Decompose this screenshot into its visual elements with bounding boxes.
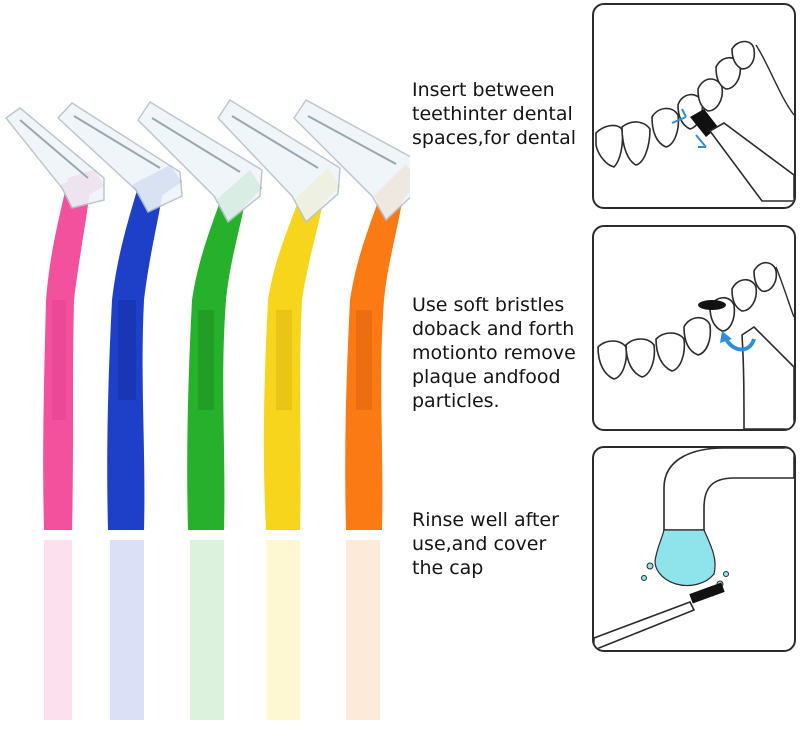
brush-head	[689, 582, 725, 604]
water-splash	[654, 529, 716, 587]
tooth	[595, 124, 624, 168]
brush-handle	[594, 600, 696, 650]
brush-yellow	[217, 98, 341, 720]
brush-cap	[137, 100, 263, 224]
brush-handle	[43, 170, 92, 530]
tooth	[715, 56, 742, 90]
brush-handle	[107, 172, 166, 530]
tooth	[597, 340, 628, 380]
brush-cap	[4, 107, 105, 209]
brush-handle	[345, 190, 404, 530]
brush-handle	[741, 325, 794, 429]
tooth	[651, 107, 680, 148]
step-2-text: Use soft bristles doback and forth motio…	[412, 294, 576, 412]
rinse-illustration	[594, 448, 794, 650]
tooth	[697, 78, 724, 112]
tooth	[625, 338, 656, 378]
tooth	[683, 316, 712, 356]
step-1-illustration-panel	[592, 3, 796, 209]
tooth	[753, 261, 778, 293]
brush-orange	[293, 99, 410, 720]
step-2-illustration-panel	[592, 225, 796, 431]
brush-cap	[217, 98, 341, 224]
brush-handle	[708, 122, 794, 202]
brush-handle	[187, 188, 248, 530]
brush-handle	[263, 188, 326, 530]
curved-arrow-icon	[724, 337, 756, 352]
brush-head	[698, 300, 726, 310]
teeth-clean-illustration	[597, 261, 794, 429]
brush-cap	[56, 102, 183, 213]
tooth	[655, 332, 686, 372]
step-1-text: Insert between teethinter dental spaces,…	[412, 79, 577, 149]
tooth	[731, 40, 756, 70]
brush-blue	[56, 102, 183, 720]
teeth-insert-illustration	[595, 40, 794, 202]
brush-green	[137, 100, 263, 720]
tooth	[731, 278, 758, 312]
tooth	[621, 121, 651, 166]
brush-pink	[4, 107, 105, 725]
arrow-icon	[671, 108, 707, 148]
step-3-text: Rinse well after use,and cover the cap	[412, 509, 559, 579]
brushes-illustration	[4, 98, 410, 725]
faucet	[663, 448, 794, 531]
brush-cap	[293, 99, 410, 222]
step-3-illustration-panel	[592, 446, 796, 652]
